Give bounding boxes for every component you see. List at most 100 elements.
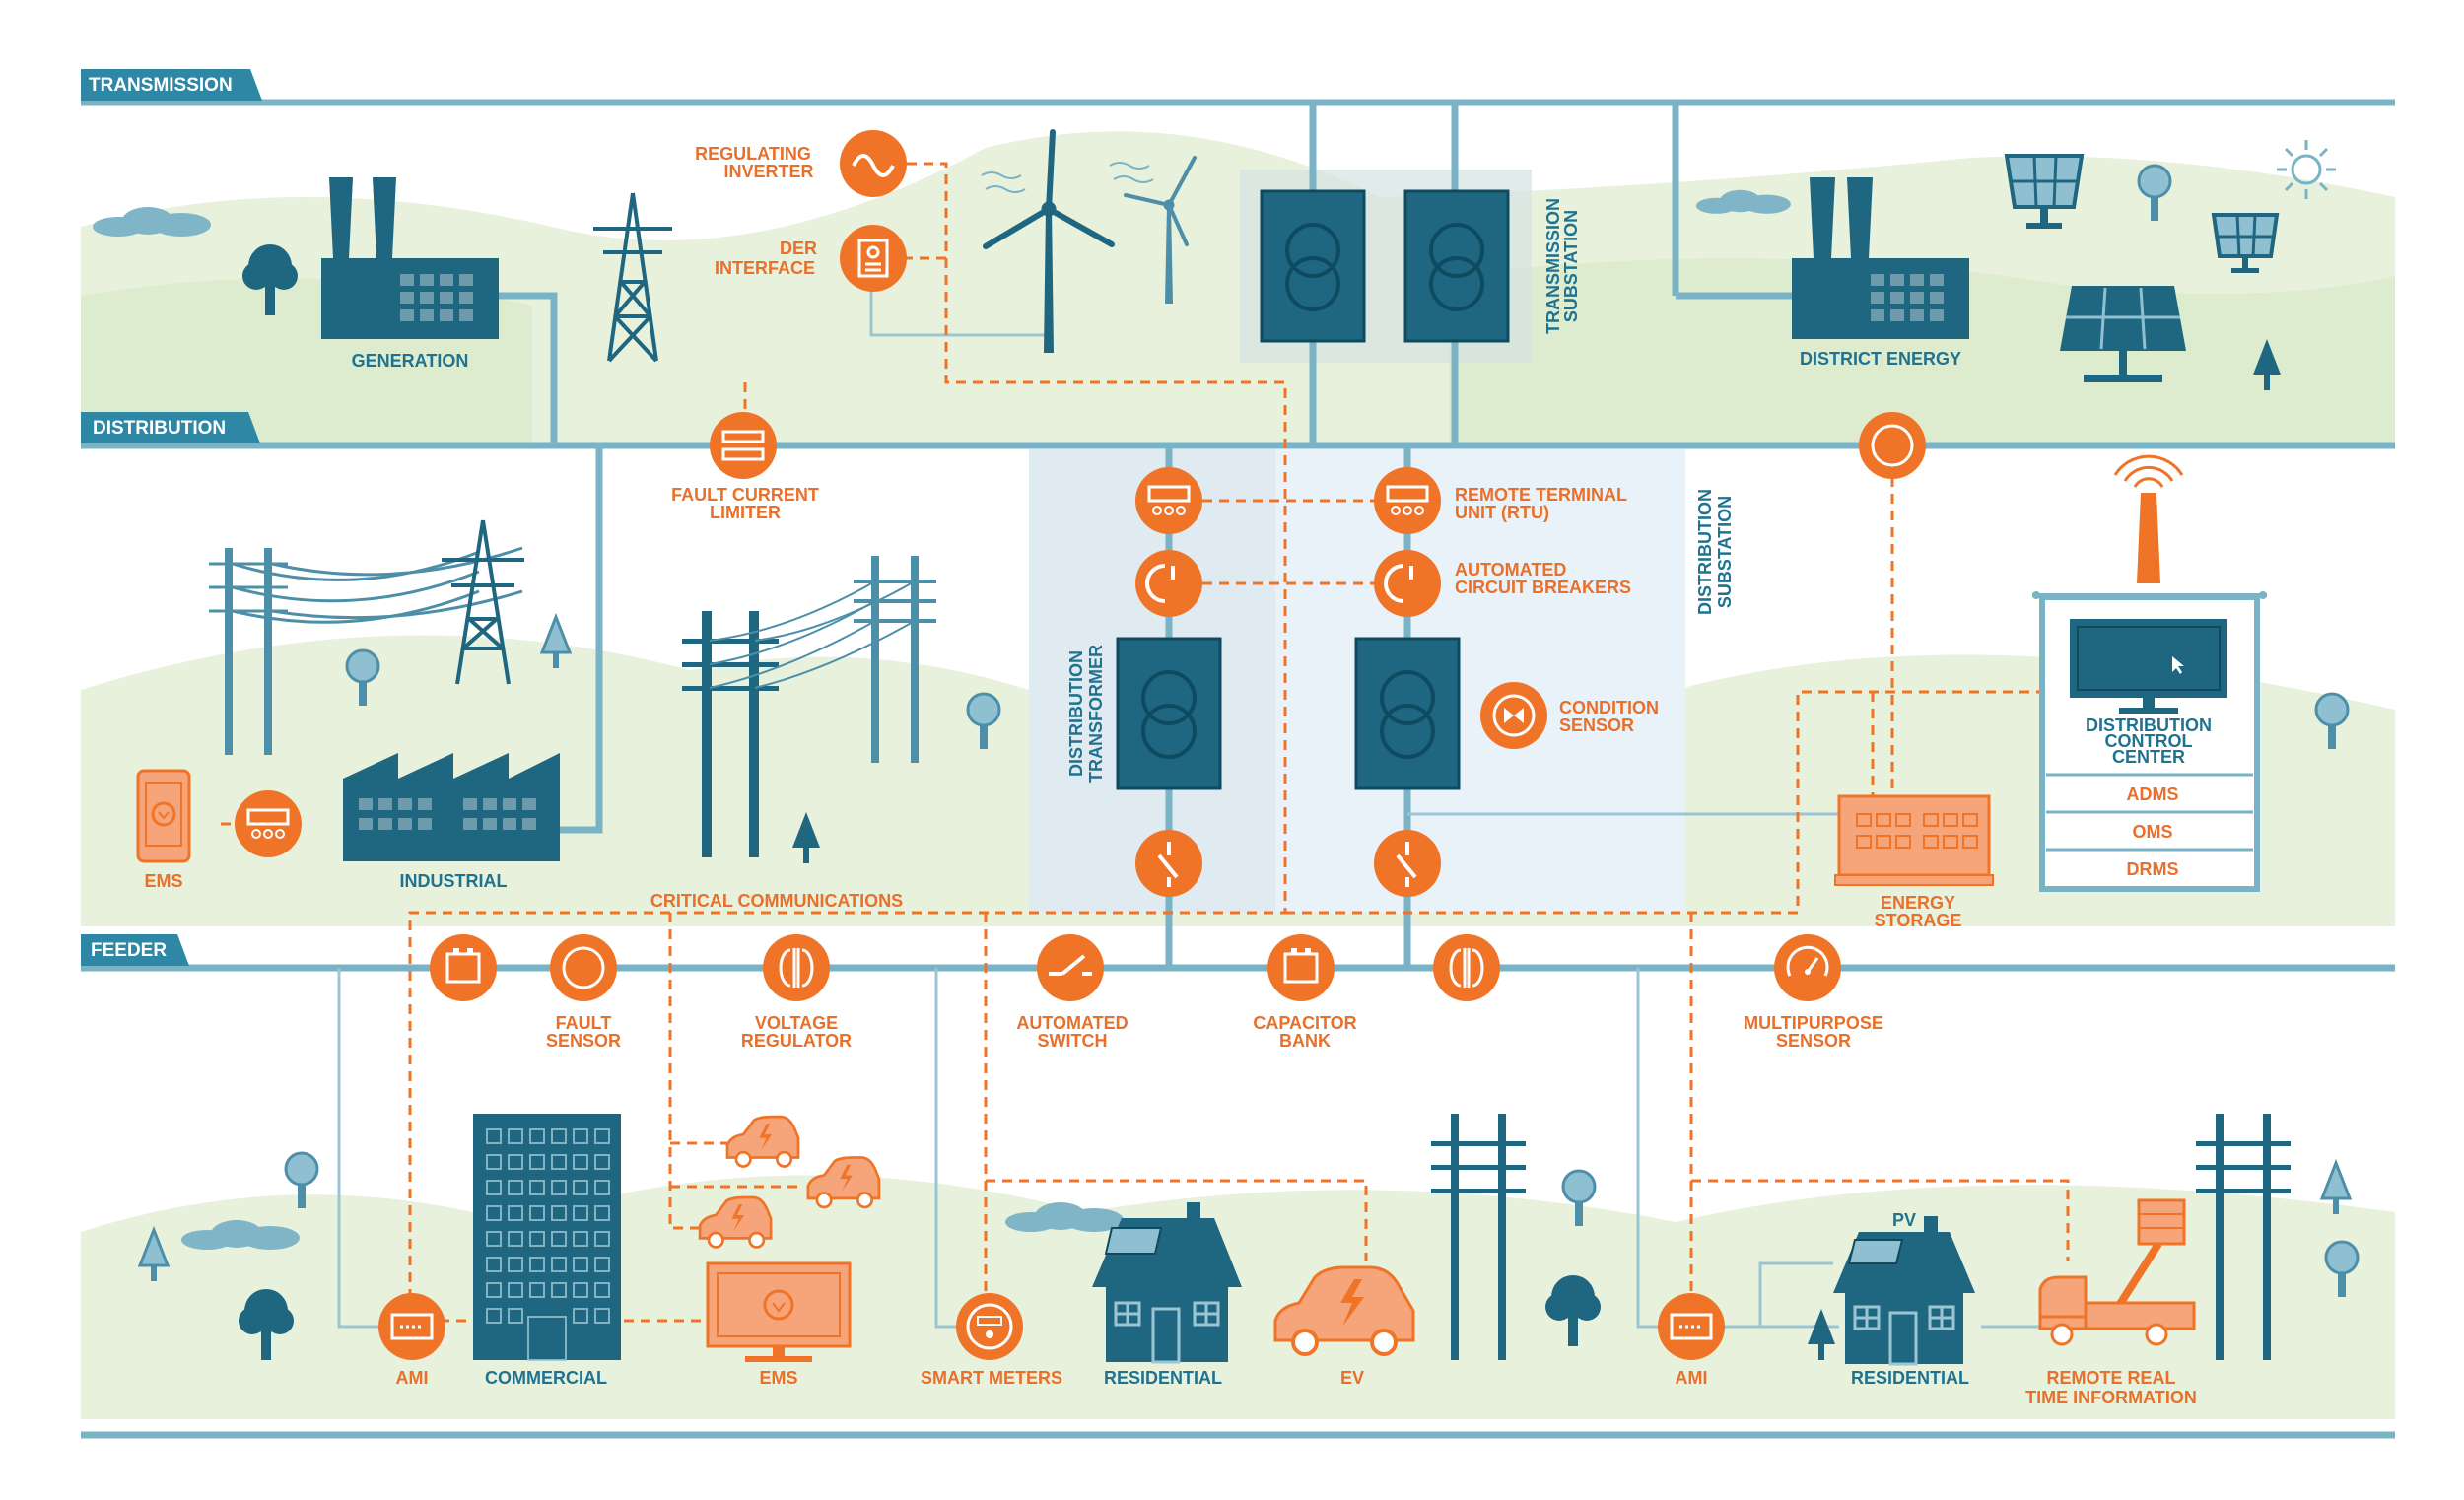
regulating-inverter-label: REGULATING — [695, 144, 811, 164]
commercial-label: COMMERCIAL — [485, 1368, 607, 1388]
battery-icon — [430, 934, 497, 1001]
energy-storage-icon — [1834, 794, 1994, 886]
residential-house-icon — [1092, 1202, 1242, 1364]
distribution-poles-icon — [682, 556, 936, 857]
svg-text:STORAGE: STORAGE — [1875, 911, 1962, 930]
control-center-system-adms: ADMS — [2127, 784, 2179, 804]
feeder-regulator-icon — [1433, 934, 1500, 1001]
distribution-substation-label: DISTRIBUTION SUBSTATION — [1695, 489, 1735, 615]
section-tab-transmission: TRANSMISSION — [81, 69, 262, 101]
svg-text:SWITCH: SWITCH — [1038, 1031, 1108, 1051]
condition-sensor-icon — [1480, 682, 1547, 749]
svg-text:SUBSTATION: SUBSTATION — [1715, 496, 1735, 608]
svg-text:CONTROL: CONTROL — [2105, 731, 2193, 751]
svg-text:SUBSTATION: SUBSTATION — [1561, 210, 1581, 322]
transmission-transformer-icon — [1260, 189, 1366, 343]
residential-left-label: RESIDENTIAL — [1104, 1368, 1222, 1388]
bucket-truck-icon — [2038, 1198, 2196, 1346]
generation-plant-icon — [321, 177, 499, 339]
remote-real-time-label: REMOTE REAL — [2046, 1368, 2175, 1388]
svg-text:TRANSMISSION: TRANSMISSION — [89, 75, 233, 96]
svg-text:SENSOR: SENSOR — [1559, 716, 1634, 735]
transmission-transformer-icon — [1403, 189, 1510, 343]
generation-label: GENERATION — [352, 351, 469, 371]
ems-label: EMS — [144, 871, 182, 891]
svg-text:CENTER: CENTER — [2112, 747, 2185, 767]
smart-meters-label: SMART METERS — [921, 1368, 1062, 1388]
svg-text:TRANSMISSION: TRANSMISSION — [1543, 198, 1563, 334]
fault-sensor-icon — [550, 934, 617, 1001]
distribution-transformer-icon — [1116, 637, 1222, 790]
smart-meter-icon — [956, 1293, 1023, 1360]
rtu-icon — [1374, 467, 1441, 534]
svg-text:DISTRIBUTION: DISTRIBUTION — [1066, 650, 1086, 777]
pv-label: PV — [1892, 1210, 1916, 1230]
ev-car-large-icon — [1273, 1265, 1415, 1356]
svg-text:LIMITER: LIMITER — [710, 503, 781, 522]
solar-panel-icon — [2060, 286, 2186, 382]
automated-circuit-breakers-label: AUTOMATED — [1455, 560, 1566, 580]
ami-meter-icon — [1658, 1293, 1725, 1360]
solar-panel-icon — [2211, 213, 2280, 273]
ems-phone-icon — [136, 769, 191, 863]
energy-storage-label: ENERGY — [1881, 893, 1955, 913]
distribution-transformer-icon — [1354, 637, 1461, 790]
district-energy-plant-icon — [1792, 177, 1969, 339]
industrial-meter-icon — [235, 790, 302, 857]
svg-text:DISTRIBUTION: DISTRIBUTION — [1695, 489, 1715, 615]
residential-pv-house-icon — [1833, 1216, 1975, 1366]
circuit-breaker-icon — [1135, 550, 1202, 617]
switch-icon — [1374, 830, 1441, 897]
svg-text:UNIT (RTU): UNIT (RTU) — [1455, 503, 1549, 522]
svg-text:DISTRIBUTION: DISTRIBUTION — [93, 418, 226, 439]
ems-feeder-label: EMS — [759, 1368, 797, 1388]
automated-switch-label: AUTOMATED — [1016, 1013, 1128, 1033]
svg-text:SENSOR: SENSOR — [1776, 1031, 1851, 1051]
monitor-icon — [2070, 619, 2227, 714]
fault-current-limiter-icon — [710, 412, 777, 479]
capacitor-bank-icon — [1267, 934, 1335, 1001]
industrial-factory-icon — [343, 753, 560, 861]
automated-switch-icon — [1037, 934, 1104, 1001]
sun-icon — [2277, 140, 2336, 199]
voltage-regulator-icon — [763, 934, 830, 1001]
wind-lines-icon — [981, 162, 1154, 193]
transmission-tower-icon — [442, 519, 524, 685]
industrial-label: INDUSTRIAL — [400, 871, 508, 891]
ami-left-label: AMI — [396, 1368, 429, 1388]
ami-right-label: AMI — [1676, 1368, 1708, 1388]
antenna-icon — [2113, 454, 2184, 583]
svg-text:CIRCUIT BREAKERS: CIRCUIT BREAKERS — [1455, 578, 1631, 597]
residential-right-label: RESIDENTIAL — [1851, 1368, 1969, 1388]
svg-text:REGULATOR: REGULATOR — [741, 1031, 852, 1051]
section-tab-feeder: FEEDER — [81, 934, 189, 966]
communication-lines — [221, 162, 2070, 1323]
ami-meter-icon — [378, 1293, 445, 1360]
section-tab-distribution: DISTRIBUTION — [81, 412, 260, 443]
fault-sensor-label: FAULT — [556, 1013, 612, 1033]
transmission-tower-icon — [593, 192, 672, 363]
svg-text:SENSOR: SENSOR — [546, 1031, 621, 1051]
svg-text:BANK: BANK — [1279, 1031, 1331, 1051]
circuit-breaker-icon — [1374, 550, 1441, 617]
rtu-label: REMOTE TERMINAL — [1455, 485, 1627, 505]
svg-text:INVERTER: INVERTER — [723, 162, 813, 181]
ev-car-icon — [725, 1115, 800, 1168]
transmission-substation-label: TRANSMISSION SUBSTATION — [1543, 198, 1581, 334]
solar-panel-icon — [2004, 154, 2085, 229]
svg-text:FEEDER: FEEDER — [91, 940, 167, 961]
condition-sensor-label: CONDITION — [1559, 698, 1659, 717]
regulating-inverter-icon — [840, 130, 907, 197]
power-lines-icon — [209, 546, 523, 755]
capacitor-bank-label: CAPACITOR — [1253, 1013, 1356, 1033]
distribution-transformer-label: DISTRIBUTION TRANSFORMER — [1066, 645, 1106, 783]
wind-turbine-icon — [983, 129, 1115, 353]
ems-monitor-icon — [706, 1261, 852, 1362]
critical-communications-label: CRITICAL COMMUNICATIONS — [650, 891, 903, 911]
multipurpose-sensor-label: MULTIPURPOSE — [1744, 1013, 1883, 1033]
sensor-icon — [1859, 412, 1926, 479]
voltage-regulator-label: VOLTAGE — [755, 1013, 838, 1033]
rtu-icon — [1135, 467, 1202, 534]
bus-lines — [81, 99, 2395, 1439]
